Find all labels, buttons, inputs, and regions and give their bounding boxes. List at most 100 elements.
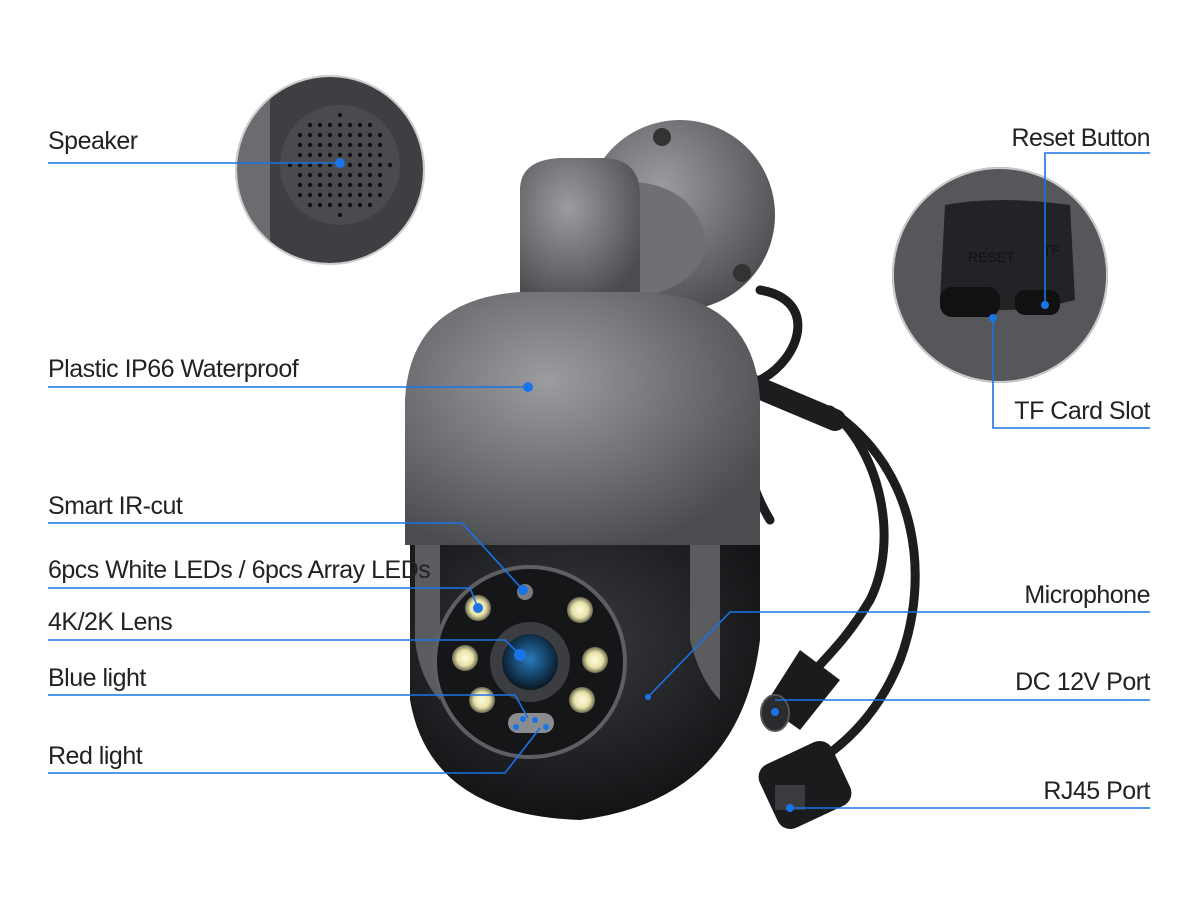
speaker-hole	[347, 192, 353, 198]
speaker-hole	[367, 132, 373, 138]
speaker-hole	[317, 132, 323, 138]
speaker-hole	[317, 152, 323, 158]
speaker-hole	[367, 152, 373, 158]
label-dc-port: DC 12V Port	[1015, 668, 1150, 696]
indicator-lights	[508, 713, 554, 733]
speaker-hole	[297, 132, 303, 138]
speaker-hole	[347, 202, 353, 208]
leds-line	[48, 587, 479, 609]
speaker-hole	[367, 142, 373, 148]
microphone-line	[647, 611, 1150, 698]
speaker-hole	[367, 162, 373, 168]
speaker-hole	[347, 182, 353, 188]
speaker-hole	[357, 122, 363, 128]
speaker-hole	[337, 202, 343, 208]
speaker-hole	[357, 192, 363, 198]
speaker-hole	[337, 172, 343, 178]
speaker-hole	[347, 152, 353, 158]
speaker-hole	[347, 122, 353, 128]
speaker-hole	[337, 182, 343, 188]
speaker-hole	[367, 172, 373, 178]
speaker-hole	[327, 182, 333, 188]
speaker-hole	[357, 162, 363, 168]
speaker-hole	[327, 202, 333, 208]
label-lens: 4K/2K Lens	[48, 608, 173, 636]
speaker-hole	[347, 162, 353, 168]
speaker-hole	[327, 192, 333, 198]
label-microphone: Microphone	[1024, 581, 1150, 609]
speaker-hole	[317, 182, 323, 188]
speaker-hole	[307, 182, 313, 188]
lens-line	[48, 639, 521, 656]
speaker-hole	[377, 162, 383, 168]
speaker-hole	[357, 202, 363, 208]
speaker-inset	[235, 75, 425, 265]
speaker-hole	[327, 122, 333, 128]
speaker-hole	[337, 192, 343, 198]
tf-embossed-label: TF	[1043, 242, 1060, 258]
speaker-hole	[327, 172, 333, 178]
screw-icon	[733, 264, 751, 282]
speaker-hole	[307, 132, 313, 138]
rj45-connector	[758, 740, 852, 830]
callout-lines	[48, 152, 1150, 809]
speaker-hole	[337, 122, 343, 128]
speaker-hole	[337, 112, 343, 118]
speaker-hole	[307, 162, 313, 168]
blue-light-line	[48, 694, 529, 719]
speaker-hole	[287, 162, 293, 168]
lens	[502, 634, 558, 690]
white-leds	[452, 595, 608, 713]
speaker-hole	[357, 152, 363, 158]
red-light-line	[48, 727, 541, 774]
speaker-hole	[307, 152, 313, 158]
speaker-hole	[377, 172, 383, 178]
speaker-hole	[357, 142, 363, 148]
speaker-hole	[377, 152, 383, 158]
speaker-hole	[327, 162, 333, 168]
speaker-hole	[337, 142, 343, 148]
speaker-hole	[377, 182, 383, 188]
label-waterproof: Plastic IP66 Waterproof	[48, 355, 299, 383]
reset-line	[1044, 152, 1150, 305]
speaker-hole	[367, 192, 373, 198]
speaker-hole	[307, 192, 313, 198]
speaker-hole	[317, 202, 323, 208]
speaker-hole	[297, 152, 303, 158]
label-speaker: Speaker	[48, 127, 138, 155]
speaker-hole	[307, 172, 313, 178]
dome-housing	[405, 292, 760, 545]
speaker-hole	[367, 202, 373, 208]
speaker-hole	[367, 122, 373, 128]
screw-icon	[653, 128, 671, 146]
speaker-hole	[297, 192, 303, 198]
ir-cut-line	[48, 522, 524, 591]
speaker-hole	[317, 172, 323, 178]
speaker-hole	[297, 172, 303, 178]
label-blue-light: Blue light	[48, 664, 146, 692]
label-ir-cut: Smart IR-cut	[48, 492, 183, 520]
speaker-hole	[337, 152, 343, 158]
label-tf-card-slot: TF Card Slot	[1014, 397, 1150, 425]
label-red-light: Red light	[48, 742, 143, 770]
speaker-hole	[297, 162, 303, 168]
speaker-hole	[337, 212, 343, 218]
callout-dots	[335, 158, 1049, 812]
speaker-hole	[347, 132, 353, 138]
speaker-hole	[317, 162, 323, 168]
speaker-hole	[347, 172, 353, 178]
reset-embossed-label: RESET	[968, 249, 1015, 265]
speaker-hole	[307, 202, 313, 208]
label-rj45-port: RJ45 Port	[1043, 777, 1150, 805]
speaker-hole	[357, 132, 363, 138]
speaker-hole	[297, 142, 303, 148]
speaker-hole	[337, 132, 343, 138]
tf-line	[992, 318, 1150, 429]
speaker-hole	[357, 172, 363, 178]
speaker-hole	[317, 122, 323, 128]
speaker-hole	[307, 142, 313, 148]
speaker-hole	[327, 142, 333, 148]
speaker-hole	[317, 142, 323, 148]
speaker-hole	[377, 192, 383, 198]
